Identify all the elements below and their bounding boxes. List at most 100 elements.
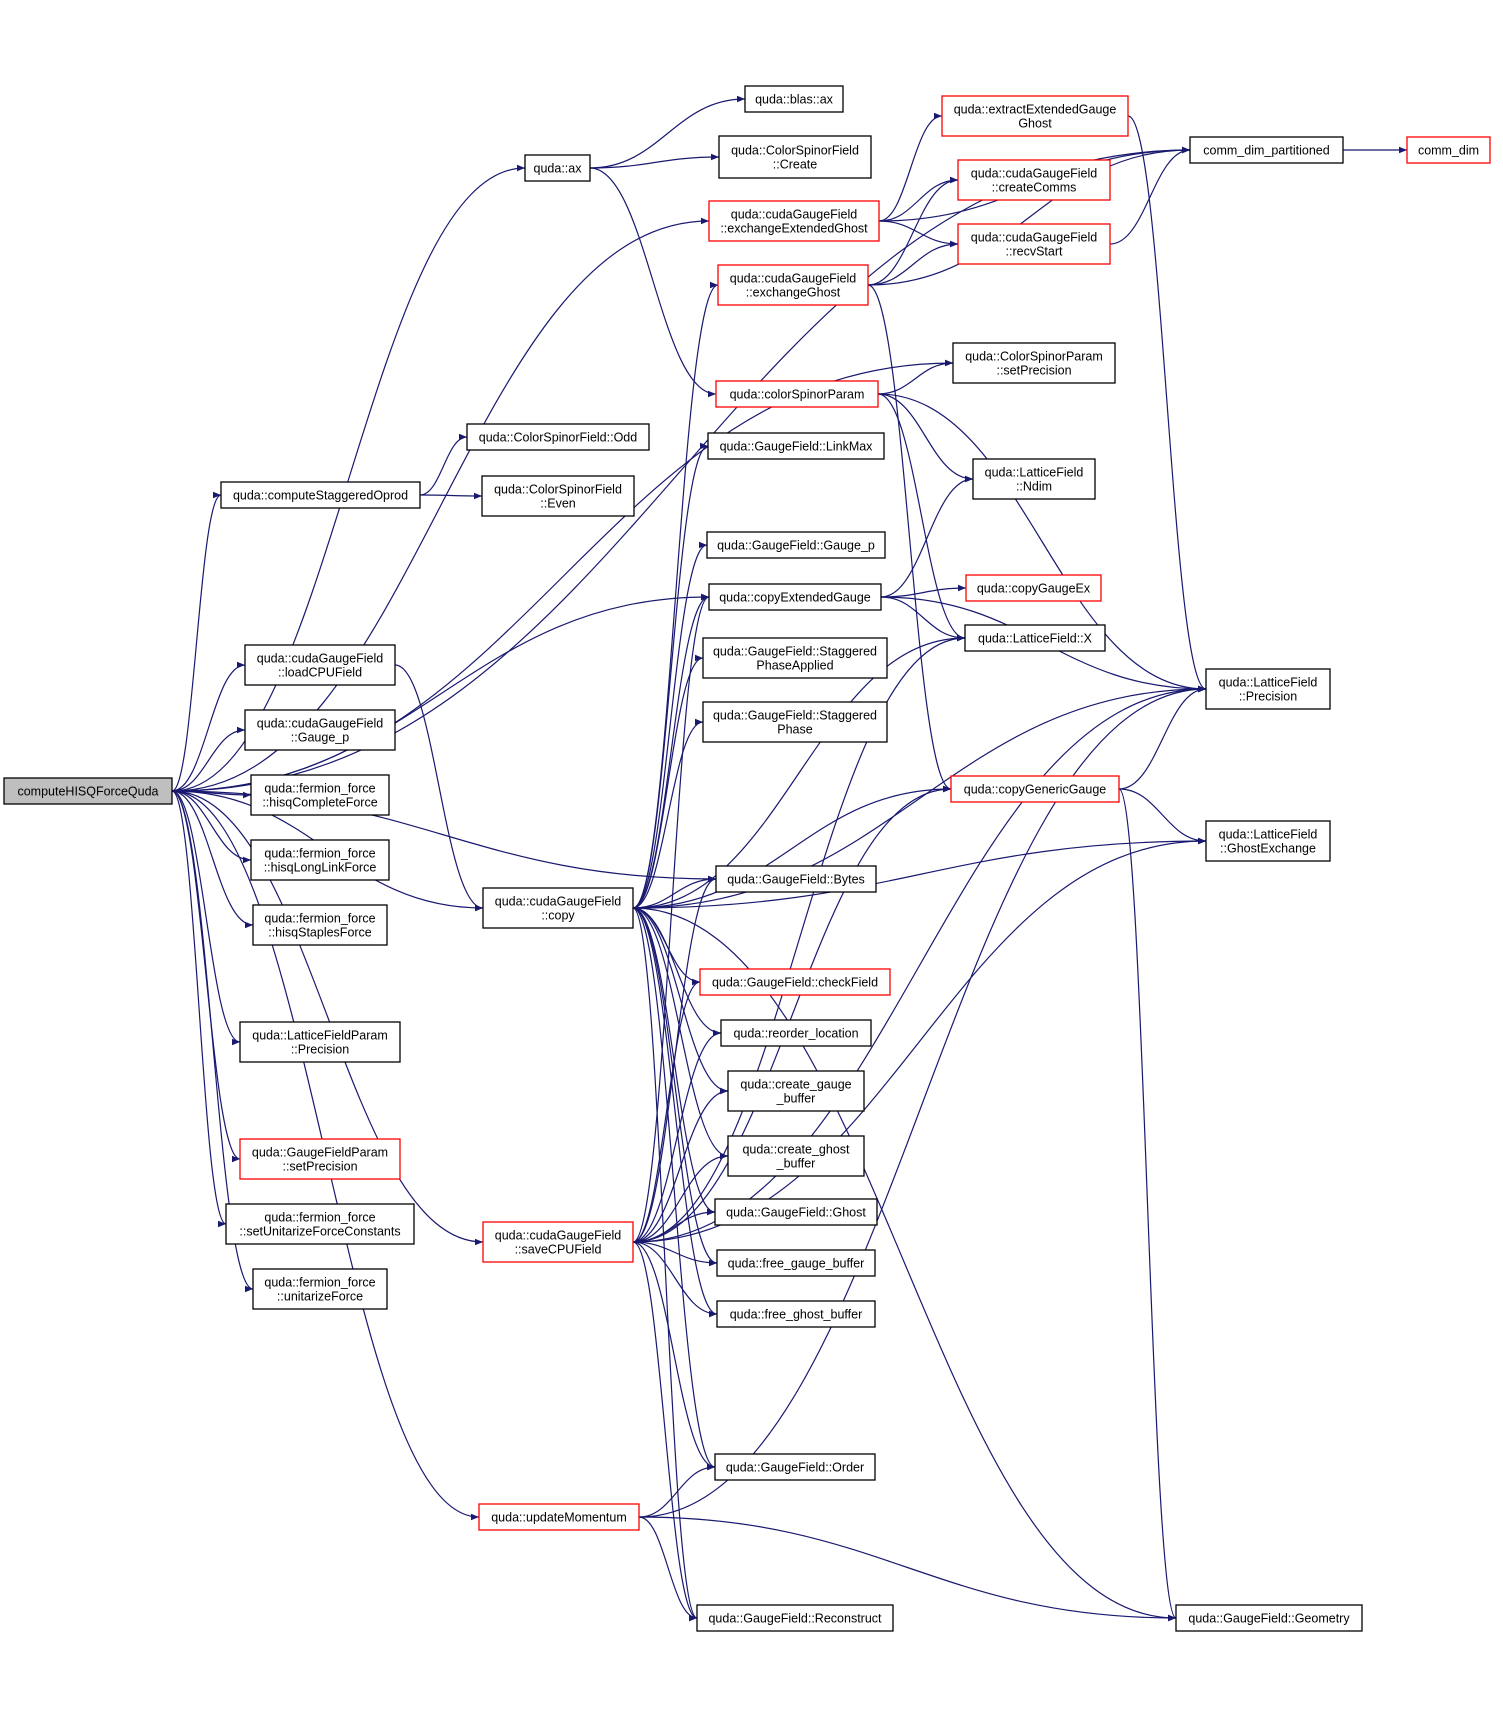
node-box [239,1138,401,1180]
node-gf-check-field[interactable]: quda::GaugeField::checkField [699,968,891,996]
node-label-line: ::loadCPUField [278,666,362,680]
edge-cgf_copy-to-gf_linkmax [632,442,709,909]
node-color-spinor-param[interactable]: quda::colorSpinorParam [715,380,879,408]
node-label-line: quda::ax [534,162,583,176]
node-lf-ghost-exchange[interactable]: quda::LatticeField::GhostExchange [1205,820,1331,862]
edge-cgf_copy-to-lf_x [632,634,966,909]
edge-color_spinor_param-to-lf_ndim [877,393,974,483]
node-label-line: ::saveCPUField [515,1243,602,1257]
node-label-line: quda::updateMomentum [491,1511,627,1525]
node-free-gauge-buffer[interactable]: quda::free_gauge_buffer [716,1249,876,1277]
edge-copy_generic_gauge-to-gf_geometry [1118,788,1177,1621]
node-label-line: quda::LatticeField::X [978,632,1093,646]
node-gf-bytes[interactable]: quda::GaugeField::Bytes [715,865,877,893]
node-reorder-location[interactable]: quda::reorder_location [720,1019,872,1047]
node-free-ghost-buffer[interactable]: quda::free_ghost_buffer [716,1300,876,1328]
node-box [957,223,1111,265]
node-label-line: ::exchangeGhost [746,286,841,300]
node-csf-even[interactable]: quda::ColorSpinorField::Even [481,475,635,517]
node-label-line: comm_dim [1418,144,1479,158]
node-label-line: ::createComms [992,181,1077,195]
node-recv-start[interactable]: quda::cudaGaugeField::recvStart [957,223,1111,265]
node-copy-generic-gauge[interactable]: quda::copyGenericGauge [950,775,1120,803]
node-comm-dim[interactable]: comm_dim [1406,136,1491,164]
node-load-cpu-field[interactable]: quda::cudaGaugeField::loadCPUField [244,644,396,686]
node-copy-ext-gauge[interactable]: quda::copyExtendedGauge [708,583,882,611]
edge-cgf_copy-to-gf_gauge_p [632,541,708,909]
node-create-ghost-buffer[interactable]: quda::create_ghost_buffer [727,1135,865,1177]
node-gf-ghost[interactable]: quda::GaugeField::Ghost [714,1198,878,1226]
node-box [720,1019,872,1047]
node-hisq-long-link[interactable]: quda::fermion_force::hisqLongLinkForce [250,839,390,881]
edge-exch_ext_ghost-to-create_comms [878,176,959,222]
edge-cgf_copy-to-free_ghost_buffer [632,907,718,1318]
node-box [717,264,869,306]
node-compute-stag-oprod[interactable]: quda::computeStaggeredOprod [220,481,421,509]
edge-cgf_copy-to-gf_geometry [632,907,1177,1622]
node-label-line: quda::reorder_location [733,1027,858,1041]
node-label-line: quda::cudaGaugeField [730,272,857,286]
node-comm-dim-part[interactable]: comm_dim_partitioned [1189,136,1344,164]
node-create-comms[interactable]: quda::cudaGaugeField::createComms [957,159,1111,201]
node-box [1406,136,1491,164]
node-label-line: Ghost [1018,117,1052,131]
node-label-line: quda::cudaGaugeField [257,717,384,731]
edge-save_cpu_field-to-gf_check_field [632,978,701,1243]
node-set-unitarize-consts[interactable]: quda::fermion_force::setUnitarizeForceCo… [225,1203,415,1245]
node-label-line: quda::fermion_force [264,847,375,861]
node-ax[interactable]: quda::ax [524,154,591,182]
edge-cgf_copy-to-gf_stag_phase_applied [632,654,704,909]
node-gf-order[interactable]: quda::GaugeField::Order [714,1453,876,1481]
edge-save_cpu_field-to-copy_generic_gauge [632,785,952,1243]
edge-exch_ghost-to-comm_dim_part [867,146,1191,286]
node-csf-create[interactable]: quda::ColorSpinorField::Create [718,135,872,179]
edge-save_cpu_field-to-create_ghost_buffer [632,1152,729,1243]
node-gf-geometry[interactable]: quda::GaugeField::Geometry [1175,1604,1363,1632]
node-cgf-gauge-p[interactable]: quda::cudaGaugeField::Gauge_p [244,709,396,751]
node-csp-set-prec[interactable]: quda::ColorSpinorParam::setPrecision [952,342,1116,384]
node-label-line: quda::create_gauge [740,1078,851,1092]
node-gf-gauge-p[interactable]: quda::GaugeField::Gauge_p [706,531,886,559]
node-label-line: quda::cudaGaugeField [495,895,622,909]
node-gf-linkmax[interactable]: quda::GaugeField::LinkMax [707,432,885,460]
node-label-line: quda::GaugeField::Bytes [727,873,865,887]
node-lf-precision[interactable]: quda::LatticeField::Precision [1205,668,1331,710]
node-label-line: quda::GaugeField::Reconstruct [708,1612,882,1626]
node-lf-x[interactable]: quda::LatticeField::X [964,624,1106,652]
node-create-gauge-buffer[interactable]: quda::create_gauge_buffer [727,1070,865,1112]
node-blas-ax[interactable]: quda::blas::ax [744,85,844,113]
node-copy-gauge-ex[interactable]: quda::copyGaugeEx [965,574,1102,602]
node-save-cpu-field[interactable]: quda::cudaGaugeField::saveCPUField [482,1221,634,1263]
node-hisq-staples[interactable]: quda::fermion_force::hisqStaplesForce [252,904,388,946]
node-unitarize-force[interactable]: quda::fermion_force::unitarizeForce [252,1268,388,1310]
node-cgf-copy[interactable]: quda::cudaGaugeField::copy [482,887,634,929]
edge-exch_ghost-to-recv_start [867,240,959,286]
node-csf-odd[interactable]: quda::ColorSpinorField::Odd [466,423,650,451]
node-label-line: quda::cudaGaugeField [731,208,858,222]
node-label-line: ::Even [540,497,575,511]
edge-root-to-ax [171,164,526,792]
node-gfp-set-precision[interactable]: quda::GaugeFieldParam::setPrecision [239,1138,401,1180]
node-lfp-precision[interactable]: quda::LatticeFieldParam::Precision [239,1021,401,1063]
node-label-line: quda::fermion_force [264,1276,375,1290]
node-exch-ghost[interactable]: quda::cudaGaugeField::exchangeGhost [717,264,869,306]
edge-cgf_copy-to-lf_ghost_exchange [632,837,1207,909]
node-exch-ext-ghost[interactable]: quda::cudaGaugeField::exchangeExtendedGh… [708,200,880,242]
node-gf-reconstruct[interactable]: quda::GaugeField::Reconstruct [696,1604,894,1632]
edge-cgf_copy-to-reorder_location [632,907,722,1037]
node-box [708,583,882,611]
node-box [524,154,591,182]
node-box [3,777,173,805]
edge-update_momentum-to-gf_geometry [638,1516,1177,1622]
node-hisq-complete[interactable]: quda::fermion_force::hisqCompleteForce [250,774,390,816]
node-update-momentum[interactable]: quda::updateMomentum [478,1503,640,1531]
node-label-line: quda::ColorSpinorField [731,144,859,158]
node-lf-ndim[interactable]: quda::LatticeField::Ndim [972,458,1096,500]
edge-root-to-save_cpu_field [171,790,484,1246]
node-label-line: ::GhostExchange [1220,842,1316,856]
node-root[interactable]: computeHISQForceQuda [3,777,173,805]
node-label-line: quda::colorSpinorParam [730,388,865,402]
